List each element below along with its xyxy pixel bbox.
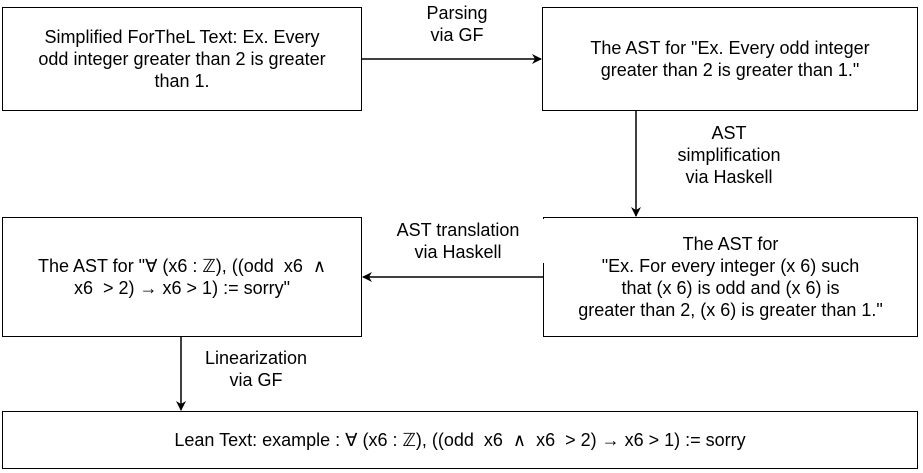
label-line: Linearization [204, 348, 308, 368]
box-forthel-text: Simplified ForTheL Text: Ex. Every odd i… [2, 7, 362, 111]
text-line: than 1. [154, 71, 210, 91]
label-line: simplification [677, 145, 781, 165]
text-line: The AST for "∀ (x6 : ℤ), ((odd x6 ∧ [37, 256, 327, 276]
label-line: Parsing [426, 3, 488, 23]
box-ast-lean: The AST for "∀ (x6 : ℤ), ((odd x6 ∧ x6 >… [2, 217, 362, 337]
label-translation: AST translation via Haskell [372, 219, 544, 263]
label-line: via Haskell [685, 167, 773, 187]
text-line: x6 > 2) → x6 > 1) := sorry" [74, 278, 290, 298]
box-ast-simplified: The AST for "Ex. For every integer (x 6)… [543, 217, 918, 337]
label-line: via GF [229, 370, 283, 390]
label-simplification: AST simplification via Haskell [654, 122, 804, 188]
label-line: AST [711, 123, 747, 143]
text-line: greater than 2, (x 6) is greater than 1.… [578, 300, 883, 320]
box-lean-text: Lean Text: example : ∀ (x6 : ℤ), ((odd x… [2, 411, 918, 469]
text-line: Simplified ForTheL Text: Ex. Every [44, 27, 320, 47]
text-line: "Ex. For every integer (x 6) such [601, 256, 860, 276]
label-line: via GF [430, 25, 484, 45]
box-ast-original: The AST for "Ex. Every odd integer great… [542, 7, 918, 111]
text-line: The AST for "Ex. Every odd integer [590, 38, 870, 58]
label-linearization: Linearization via GF [186, 347, 326, 391]
text-line: that (x 6) is odd and (x 6) is [621, 278, 840, 298]
text-line: Lean Text: example : ∀ (x6 : ℤ), ((odd x… [174, 430, 746, 450]
label-parsing: Parsing via GF [392, 2, 522, 46]
text-line: The AST for [682, 234, 779, 254]
text-line: greater than 2 is greater than 1." [600, 60, 860, 80]
text-line: odd integer greater than 2 is greater [38, 49, 326, 69]
label-line: AST translation [396, 220, 520, 240]
label-line: via Haskell [414, 242, 502, 262]
